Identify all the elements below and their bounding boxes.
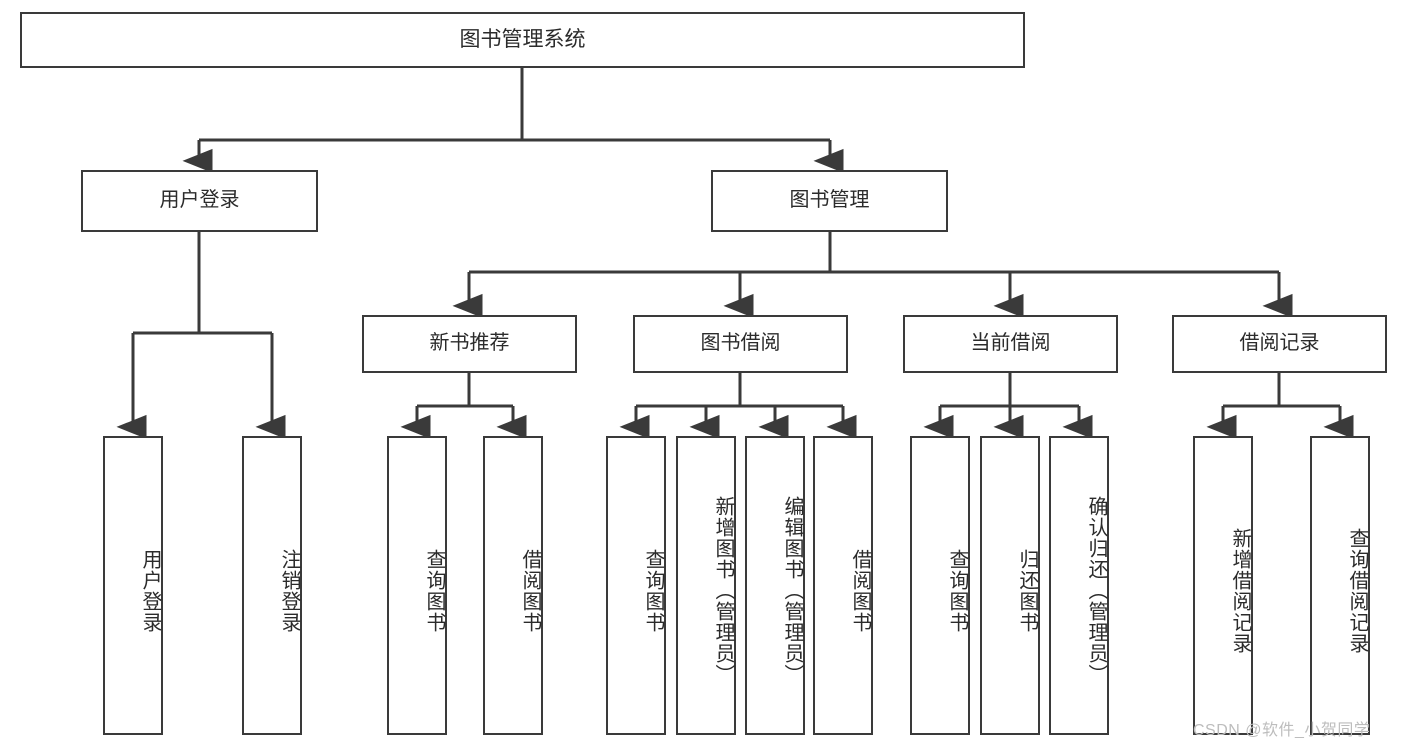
node-current-borrow[interactable]: 当前借阅 <box>903 315 1118 373</box>
leaf-add-book[interactable]: 新增图书（管理员） <box>676 436 736 735</box>
leaf-add-record-label: 新增借阅记录 <box>1229 527 1251 654</box>
leaf-query-record[interactable]: 查询借阅记录 <box>1310 436 1370 735</box>
node-book-borrow[interactable]: 图书借阅 <box>633 315 848 373</box>
node-user-login[interactable]: 用户登录 <box>81 170 318 232</box>
leaf-query-book-1[interactable]: 查询图书 <box>387 436 447 735</box>
node-root-label: 图书管理系统 <box>459 27 586 51</box>
node-root-system[interactable]: 图书管理系统 <box>20 12 1025 68</box>
leaf-borrow-book-1-label: 借阅图书 <box>519 548 541 633</box>
node-book-manage-label: 图书管理 <box>789 189 870 212</box>
leaf-edit-book[interactable]: 编辑图书（管理员） <box>745 436 805 735</box>
leaf-return-book-label: 归还图书 <box>1016 548 1038 633</box>
csdn-watermark: CSDN @软件_小贺同学 <box>1193 722 1371 739</box>
node-new-book-recommend-label: 新书推荐 <box>429 332 510 355</box>
leaf-query-book-2-label: 查询图书 <box>642 548 664 633</box>
node-current-borrow-label: 当前借阅 <box>970 332 1051 355</box>
leaf-borrow-book-2-label: 借阅图书 <box>849 548 871 633</box>
leaf-query-book-2[interactable]: 查询图书 <box>606 436 666 735</box>
leaf-borrow-book-2[interactable]: 借阅图书 <box>813 436 873 735</box>
leaf-edit-book-label: 编辑图书（管理员） <box>781 496 803 685</box>
leaf-logout-login-label: 注销登录 <box>278 548 300 633</box>
leaf-query-book-1-label: 查询图书 <box>423 548 445 633</box>
leaf-return-book[interactable]: 归还图书 <box>980 436 1040 735</box>
leaf-query-record-label: 查询借阅记录 <box>1346 527 1368 654</box>
node-new-book-recommend[interactable]: 新书推荐 <box>362 315 577 373</box>
leaf-user-login[interactable]: 用户登录 <box>103 436 163 735</box>
leaf-confirm-return[interactable]: 确认归还（管理员） <box>1049 436 1109 735</box>
leaf-query-book-3-label: 查询图书 <box>946 548 968 633</box>
leaf-confirm-return-label: 确认归还（管理员） <box>1085 496 1107 685</box>
leaf-borrow-book-1[interactable]: 借阅图书 <box>483 436 543 735</box>
leaf-add-record[interactable]: 新增借阅记录 <box>1193 436 1253 735</box>
node-borrow-record-label: 借阅记录 <box>1239 332 1320 355</box>
node-book-borrow-label: 图书借阅 <box>700 332 781 355</box>
node-borrow-record[interactable]: 借阅记录 <box>1172 315 1387 373</box>
node-user-login-label: 用户登录 <box>159 189 240 212</box>
leaf-query-book-3[interactable]: 查询图书 <box>910 436 970 735</box>
leaf-add-book-label: 新增图书（管理员） <box>712 496 734 685</box>
node-book-manage[interactable]: 图书管理 <box>711 170 948 232</box>
leaf-logout-login[interactable]: 注销登录 <box>242 436 302 735</box>
leaf-user-login-label: 用户登录 <box>139 548 161 633</box>
